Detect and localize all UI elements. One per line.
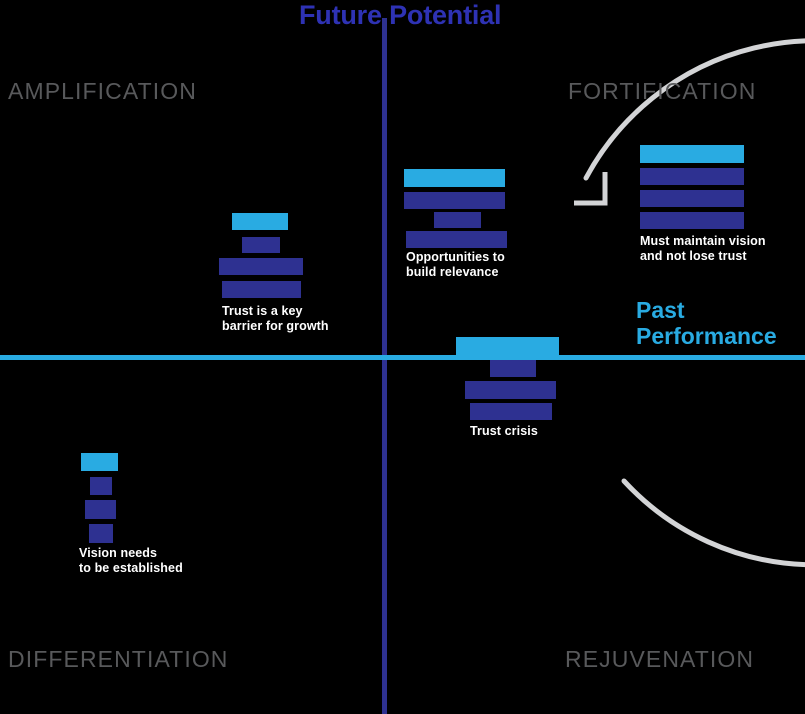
horizontal-axis-title-line2: Performance [636, 323, 777, 349]
quadrant-label-fortification: FORTIFICATION [568, 78, 757, 104]
arrowhead-icon [574, 172, 608, 206]
bar-differentiation-2 [85, 500, 116, 519]
horizontal-axis-title: Past Performance [636, 297, 777, 349]
bar-trust_crisis-2 [465, 381, 556, 399]
caption-amplification: Trust is a key barrier for growth [222, 304, 329, 333]
quadrant-label-differentiation: DIFFERENTIATION [8, 646, 229, 672]
bar-amplification-0 [232, 213, 288, 230]
bar-amplification-3 [222, 281, 301, 298]
bar-amplification-2 [219, 258, 303, 275]
bar-differentiation-1 [90, 477, 112, 495]
quadrant-label-rejuvenation: REJUVENATION [565, 646, 755, 672]
bar-fortification-0 [640, 145, 744, 163]
caption-fortification: Must maintain vision and not lose trust [640, 234, 766, 263]
bar-fortification-1 [640, 168, 744, 185]
vertical-axis [382, 18, 387, 714]
bar-opportunities-0 [404, 169, 505, 187]
bar-differentiation-0 [81, 453, 118, 471]
caption-differentiation: Vision needs to be established [79, 546, 183, 575]
vertical-axis-title: Future Potential [299, 0, 502, 30]
bar-fortification-2 [640, 190, 744, 207]
bar-trust_crisis-1 [490, 360, 536, 377]
horizontal-axis-title-line1: Past [636, 297, 685, 323]
bar-fortification-3 [640, 212, 744, 229]
bar-opportunities-3 [406, 231, 507, 248]
bar-trust_crisis-3 [470, 403, 552, 420]
bar-opportunities-2 [434, 212, 481, 228]
bar-trust_crisis-0 [456, 337, 559, 355]
bar-amplification-1 [242, 237, 280, 253]
caption-trust_crisis: Trust crisis [470, 424, 538, 438]
caption-opportunities: Opportunities to build relevance [406, 250, 505, 279]
quadrant-label-amplification: AMPLIFICATION [8, 78, 197, 104]
bar-differentiation-3 [89, 524, 113, 543]
horizontal-axis [0, 355, 805, 360]
bar-opportunities-1 [404, 192, 505, 209]
